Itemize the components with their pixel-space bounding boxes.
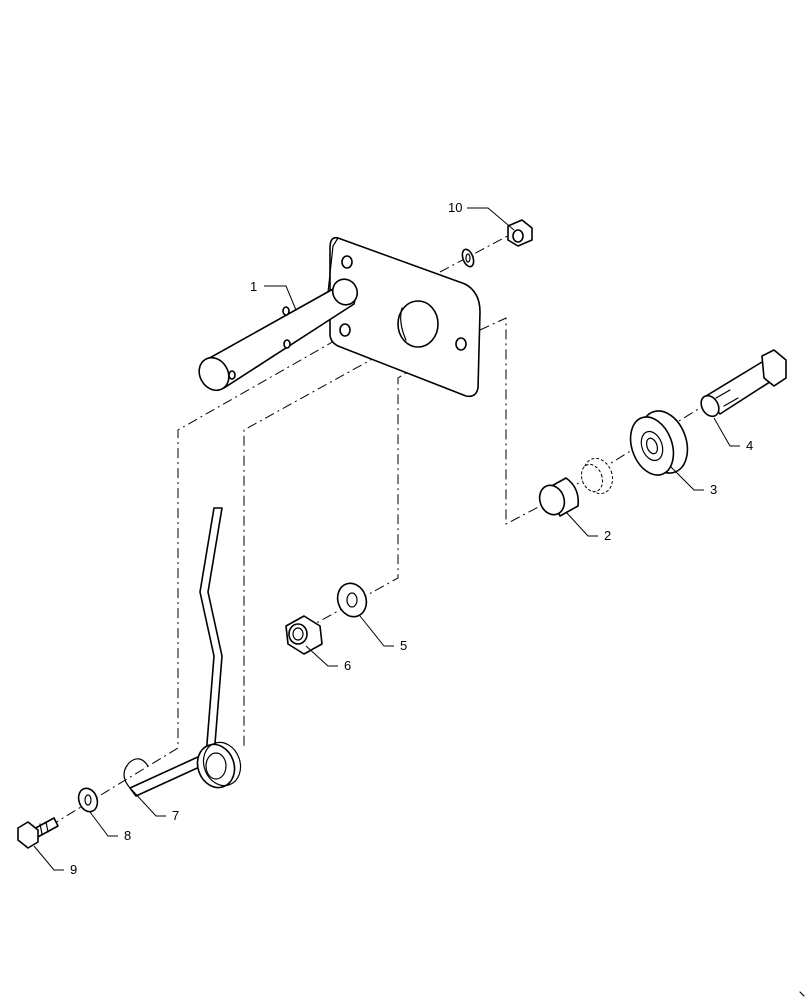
corner-mark bbox=[799, 991, 805, 997]
roller-bearing bbox=[629, 410, 689, 476]
callout-8: 8 bbox=[124, 828, 131, 843]
small-washer bbox=[77, 787, 99, 813]
callout-leaders bbox=[33, 207, 740, 871]
callout-6: 6 bbox=[344, 658, 351, 673]
flat-washer bbox=[336, 582, 368, 618]
callout-1: 1 bbox=[250, 279, 257, 294]
callout-2: 2 bbox=[604, 528, 611, 543]
callout-7: 7 bbox=[172, 808, 179, 823]
callout-labels: 1 2 3 4 5 6 7 8 9 10 bbox=[70, 200, 753, 877]
lock-nut-top bbox=[461, 219, 533, 268]
callout-3: 3 bbox=[710, 482, 717, 497]
cap-screw bbox=[17, 817, 59, 849]
callout-9: 9 bbox=[70, 862, 77, 877]
mounting-plate-with-pin bbox=[198, 236, 481, 398]
phantom-sleeve bbox=[580, 457, 614, 495]
callout-4: 4 bbox=[746, 438, 753, 453]
callout-10: 10 bbox=[448, 200, 462, 215]
hex-nut bbox=[285, 615, 323, 655]
spacer-bushing bbox=[538, 477, 580, 517]
torsion-spring bbox=[123, 507, 242, 797]
pivot-bolt bbox=[700, 349, 787, 418]
callout-5: 5 bbox=[400, 638, 407, 653]
